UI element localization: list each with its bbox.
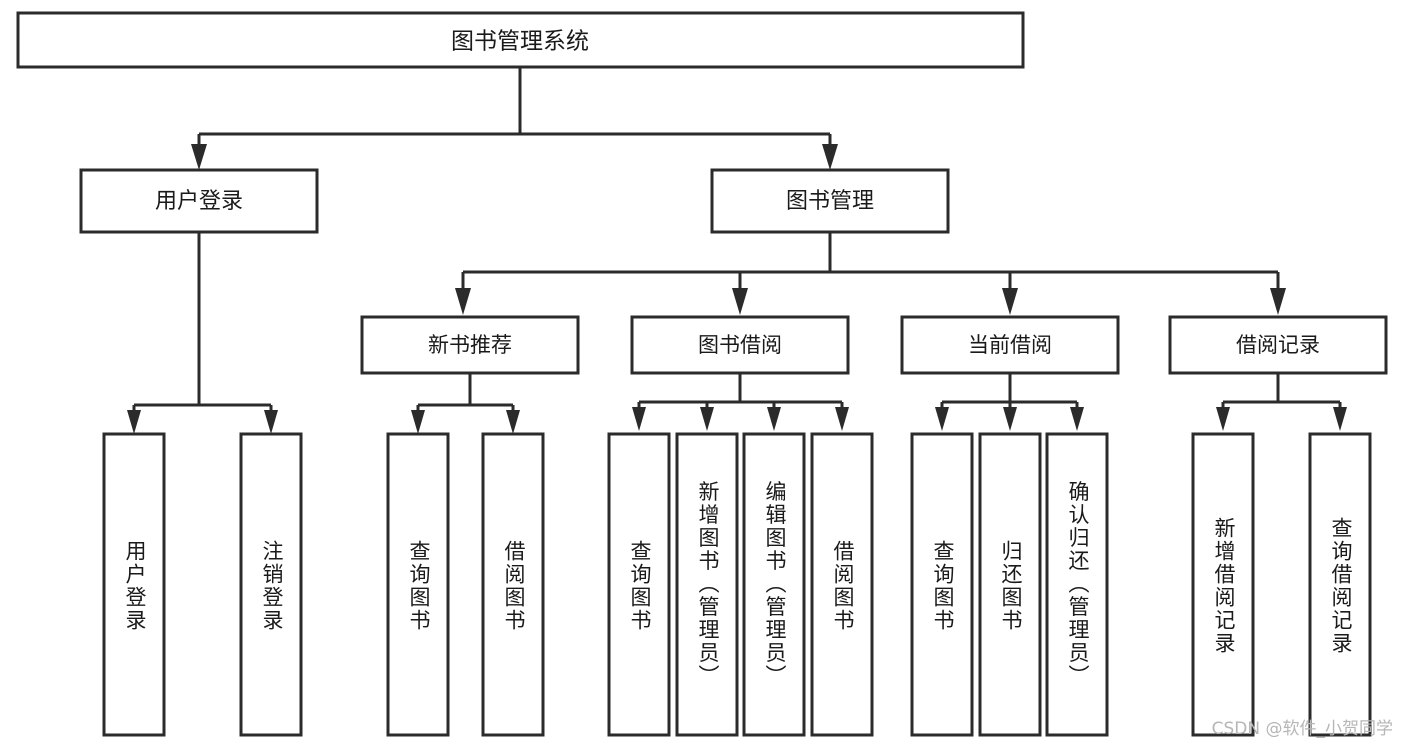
leaf-return-book-label: 归还图书 [999,540,1023,632]
leaf-add-book-admin-box[interactable] [675,432,739,737]
arrow-head-leaf-logout-login [264,410,278,434]
leaf-query-borrow-record[interactable]: 查询借阅记录 [1308,432,1372,737]
arrow-head-leaf-return-book [1003,407,1017,431]
node-root[interactable]: 图书管理系统 [16,11,1025,69]
edge-group-borrow-record [1216,373,1347,431]
node-current-borrow[interactable]: 当前借阅 [900,315,1120,375]
arrow-head-current-borrow [1002,288,1018,315]
leaf-logout-login-box[interactable] [239,432,303,737]
node-user-login-label: 用户登录 [155,189,243,214]
leaf-query-book-1-box[interactable] [386,432,450,737]
leaf-borrow-book-2-box[interactable] [810,432,874,737]
leaf-borrow-book-2-label: 借阅图书 [831,540,855,632]
node-root-box[interactable] [16,11,1025,69]
node-new-book-recommend[interactable]: 新书推荐 [360,315,580,375]
leaf-query-book-2-box[interactable] [607,432,671,737]
leaf-user-login-label: 用户登录 [123,540,147,632]
leaf-query-book-3-label: 查询图书 [931,540,955,632]
arrow-head-leaf-confirm-return-admin [1070,407,1084,431]
leaf-query-book-2[interactable]: 查询图书 [607,432,671,737]
edge-group-book-management [455,232,1286,315]
arrow-head-leaf-query-book-3 [935,407,949,431]
leaf-query-book-1-label: 查询图书 [407,540,431,632]
leaf-add-book-admin[interactable]: 新增图书（管理员） [675,432,739,737]
edge-group-book-borrow [632,373,849,431]
node-borrow-record-box[interactable] [1168,315,1388,375]
node-borrow-record[interactable]: 借阅记录 [1168,315,1388,375]
arrow-head-book-borrow [732,288,748,315]
leaf-edit-book-admin[interactable]: 编辑图书（管理员） [742,432,806,737]
leaf-return-book-box[interactable] [978,432,1042,737]
node-new-book-recommend-label: 新书推荐 [428,333,512,357]
leaf-logout-login-label: 注销登录 [260,540,284,632]
arrow-head-leaf-query-borrow-record [1333,407,1347,431]
edge-group-root [191,67,838,170]
arrow-head-borrow-record [1270,288,1286,315]
leaf-confirm-return-admin[interactable]: 确认归还（管理员） [1045,432,1109,737]
leaf-user-login[interactable]: 用户登录 [102,432,166,737]
leaf-return-book[interactable]: 归还图书 [978,432,1042,737]
arrow-head-leaf-borrow-book-1 [506,410,520,434]
edge-group-user-login [127,232,278,434]
arrow-head-leaf-user-login [127,410,141,434]
leaf-borrow-book-2[interactable]: 借阅图书 [810,432,874,737]
arrow-head-leaf-add-book-admin [700,407,714,431]
leaf-add-borrow-record-box[interactable] [1191,432,1255,737]
node-book-borrow[interactable]: 图书借阅 [630,315,850,375]
arrow-head-leaf-query-book-1 [411,410,425,434]
node-current-borrow-label: 当前借阅 [968,333,1052,357]
arrow-head-book-management [822,144,838,170]
node-book-borrow-label: 图书借阅 [698,333,782,357]
edge-group-current-borrow [935,373,1084,431]
node-user-login-box[interactable] [79,168,319,234]
leaf-confirm-return-admin-label: 确认归还（管理员） [1066,481,1090,688]
node-borrow-record-label: 借阅记录 [1236,333,1320,357]
leaf-edit-book-admin-box[interactable] [742,432,806,737]
arrow-head-new-book-recommend [455,288,471,315]
leaf-query-borrow-record-label: 查询借阅记录 [1329,517,1353,655]
leaf-add-borrow-record[interactable]: 新增借阅记录 [1191,432,1255,737]
leaf-add-borrow-record-label: 新增借阅记录 [1212,517,1236,655]
leaf-borrow-book-1-label: 借阅图书 [502,540,526,632]
node-user-login[interactable]: 用户登录 [79,168,319,234]
arrow-head-leaf-edit-book-admin [767,407,781,431]
arrow-head-user-login [191,144,207,170]
leaf-query-book-3-box[interactable] [910,432,974,737]
node-book-management-label: 图书管理 [786,189,874,214]
node-book-management[interactable]: 图书管理 [710,168,950,234]
leaf-borrow-book-1[interactable]: 借阅图书 [481,432,545,737]
arrow-head-leaf-add-borrow-record [1216,407,1230,431]
leaf-query-book-2-label: 查询图书 [628,540,652,632]
node-book-borrow-box[interactable] [630,315,850,375]
node-book-management-box[interactable] [710,168,950,234]
edge-group-new-book-recommend [411,373,520,434]
leaf-confirm-return-admin-box[interactable] [1045,432,1109,737]
arrow-head-leaf-borrow-book-2 [835,407,849,431]
leaf-query-book-1[interactable]: 查询图书 [386,432,450,737]
node-root-label: 图书管理系统 [451,29,589,55]
node-current-borrow-box[interactable] [900,315,1120,375]
leaf-logout-login[interactable]: 注销登录 [239,432,303,737]
leaf-add-book-admin-label: 新增图书（管理员） [696,481,720,688]
arrow-head-leaf-query-book-2 [632,407,646,431]
leaf-query-book-3[interactable]: 查询图书 [910,432,974,737]
leaf-query-borrow-record-box[interactable] [1308,432,1372,737]
leaf-user-login-box[interactable] [102,432,166,737]
leaf-borrow-book-1-box[interactable] [481,432,545,737]
node-new-book-recommend-box[interactable] [360,315,580,375]
leaf-edit-book-admin-label: 编辑图书（管理员） [763,481,787,688]
